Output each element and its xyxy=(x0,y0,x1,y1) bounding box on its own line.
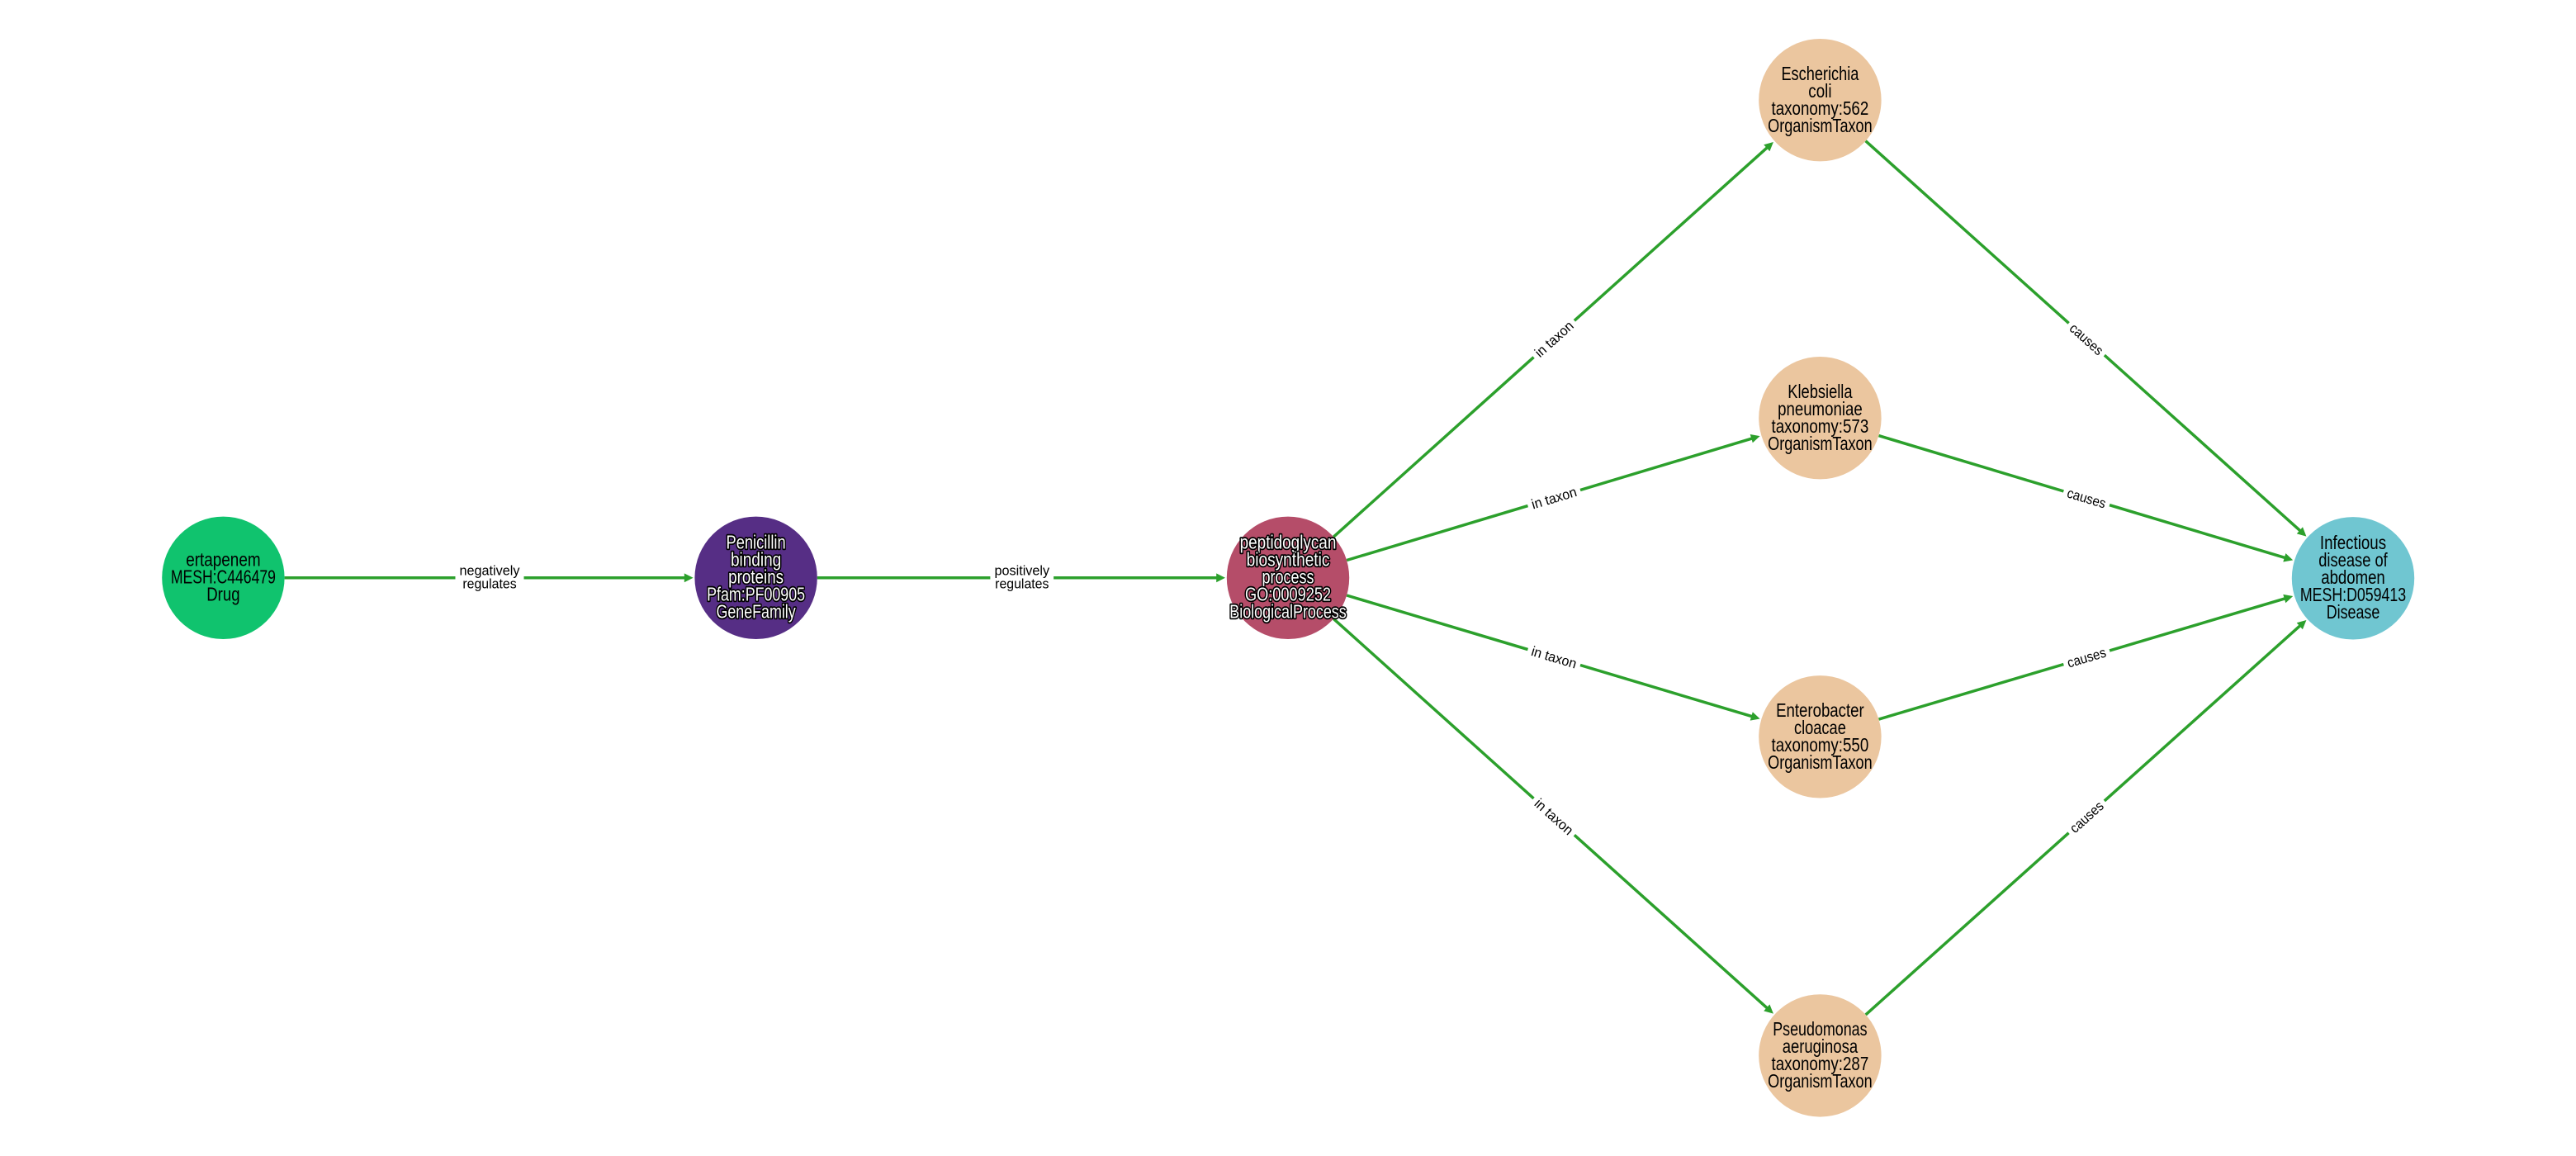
svg-text:GO:0009252: GO:0009252 xyxy=(1245,583,1331,604)
svg-text:Penicillin: Penicillin xyxy=(727,531,786,552)
svg-text:Disease: Disease xyxy=(2327,601,2380,623)
svg-text:OrganismTaxon: OrganismTaxon xyxy=(1768,751,1873,773)
svg-text:taxonomy:562: taxonomy:562 xyxy=(1772,97,1869,119)
svg-text:GeneFamily: GeneFamily xyxy=(717,600,797,622)
svg-text:Pseudomonas: Pseudomonas xyxy=(1773,1018,1867,1040)
svg-text:biosynthetic: biosynthetic xyxy=(1247,548,1330,570)
svg-text:OrganismTaxon: OrganismTaxon xyxy=(1768,433,1873,454)
svg-text:abdomen: abdomen xyxy=(2321,566,2385,588)
svg-text:BiologicalProcess: BiologicalProcess xyxy=(1229,600,1347,622)
svg-text:Klebsiella: Klebsiella xyxy=(1788,381,1853,402)
svg-text:negatively: negatively xyxy=(460,563,521,579)
svg-text:pneumoniae: pneumoniae xyxy=(1778,398,1863,419)
svg-text:OrganismTaxon: OrganismTaxon xyxy=(1768,1070,1873,1092)
svg-text:MESH:D059413: MESH:D059413 xyxy=(2300,584,2406,605)
svg-text:taxonomy:550: taxonomy:550 xyxy=(1772,734,1869,756)
svg-text:Pfam:PF00905: Pfam:PF00905 xyxy=(707,583,805,604)
svg-text:positively: positively xyxy=(994,563,1049,579)
svg-text:taxonomy:287: taxonomy:287 xyxy=(1772,1053,1869,1074)
svg-text:MESH:C446479: MESH:C446479 xyxy=(171,566,276,587)
svg-text:Drug: Drug xyxy=(206,583,239,604)
svg-text:binding: binding xyxy=(731,548,781,570)
svg-text:regulates: regulates xyxy=(462,576,516,592)
svg-text:disease of: disease of xyxy=(2318,549,2388,571)
svg-text:proteins: proteins xyxy=(728,566,784,587)
svg-text:ertapenem: ertapenem xyxy=(186,548,260,570)
svg-text:Escherichia: Escherichia xyxy=(1781,63,1859,84)
svg-text:cloacae: cloacae xyxy=(1794,717,1846,738)
svg-text:process: process xyxy=(1262,566,1314,587)
svg-text:Enterobacter: Enterobacter xyxy=(1776,699,1864,721)
svg-text:Infectious: Infectious xyxy=(2320,532,2386,553)
svg-text:peptidoglycan: peptidoglycan xyxy=(1240,531,1337,552)
svg-text:coli: coli xyxy=(1808,80,1831,102)
svg-text:regulates: regulates xyxy=(995,576,1049,592)
svg-text:taxonomy:573: taxonomy:573 xyxy=(1772,415,1869,437)
svg-text:aeruginosa: aeruginosa xyxy=(1783,1035,1859,1057)
svg-text:OrganismTaxon: OrganismTaxon xyxy=(1768,115,1873,136)
